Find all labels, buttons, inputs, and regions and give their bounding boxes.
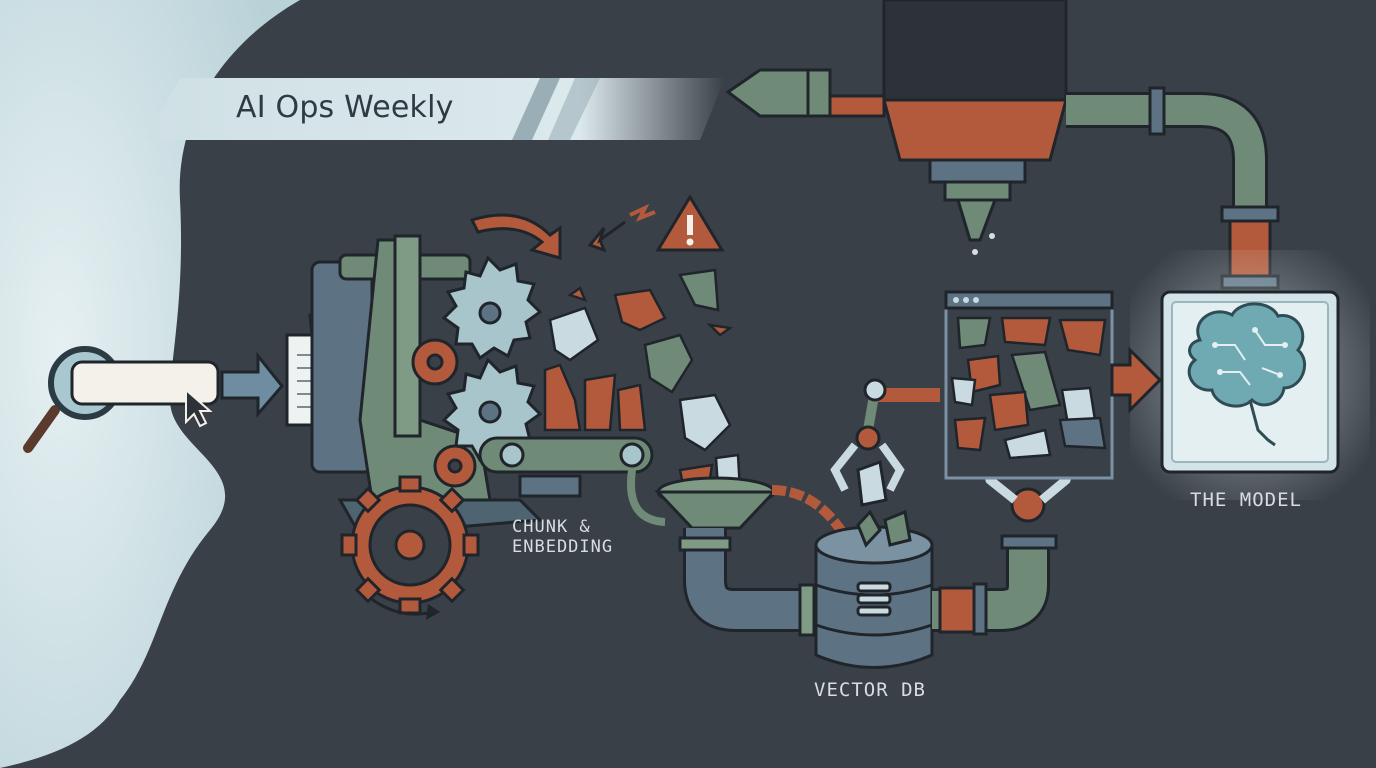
claw-icon <box>830 378 940 507</box>
spark-icon <box>629 203 656 222</box>
chunk-label-line1: CHUNK & <box>512 517 591 537</box>
gear-icon <box>411 338 459 386</box>
brain-icon <box>1187 302 1307 447</box>
arrow-right-icon <box>1110 346 1163 414</box>
warning-icon <box>655 194 725 252</box>
model-label: THE MODEL <box>1190 489 1302 511</box>
arrow-down-left-icon <box>587 220 626 253</box>
rust-hose <box>771 485 855 548</box>
funnel-icon <box>654 476 778 530</box>
chunk-label: CHUNK & ENBEDDING <box>512 517 614 557</box>
arrow-right-icon <box>220 351 284 419</box>
saw-blade-icon <box>441 255 543 361</box>
lower-pipe <box>678 528 820 637</box>
chunk-label-line2: ENBEDDING <box>512 536 614 557</box>
right-lower-pipe <box>932 534 1058 636</box>
sorting-screen <box>944 290 1114 480</box>
gear-icon <box>340 475 480 615</box>
banner-title: AI Ops Weekly <box>236 90 454 125</box>
vector-db-label: VECTOR DB <box>814 679 926 701</box>
search-box <box>70 360 220 406</box>
conveyor-belt <box>478 436 654 498</box>
outlet-pipe <box>725 68 886 118</box>
curved-arrow-icon <box>469 213 562 260</box>
injector-machine <box>882 0 1068 255</box>
cursor-icon <box>185 387 213 428</box>
gear-icon <box>433 444 477 488</box>
banner <box>145 78 725 140</box>
database-icon <box>814 509 934 669</box>
rotation-arrow-icon <box>369 596 433 616</box>
feed-hose <box>627 469 666 526</box>
rotation-arrowhead-icon <box>426 604 440 620</box>
